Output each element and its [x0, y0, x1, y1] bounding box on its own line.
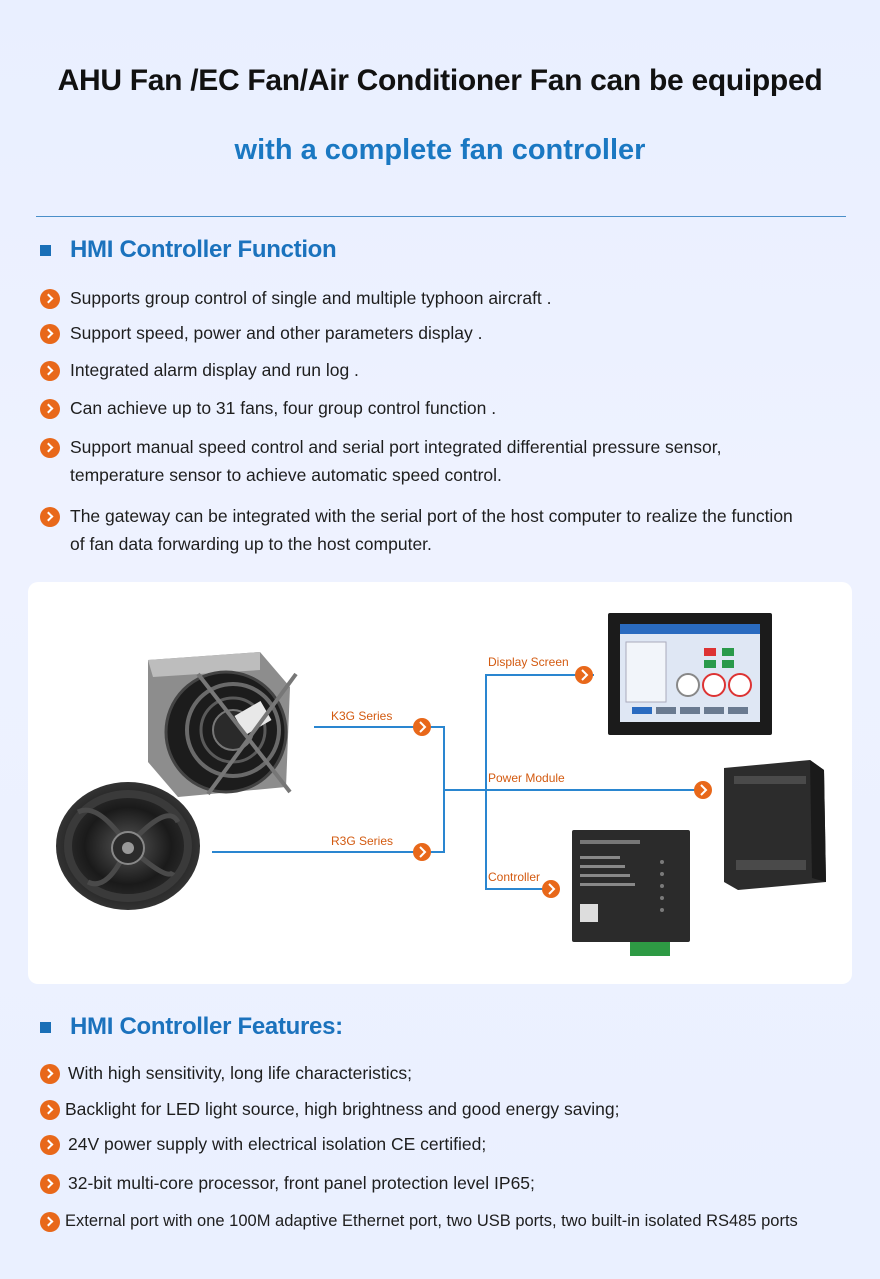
chevron-right-icon — [40, 507, 60, 527]
feature-item: With high sensitivity, long life charact… — [40, 1062, 412, 1087]
controller-label: Controller — [488, 870, 540, 884]
feature-item: Backlight for LED light source, high bri… — [40, 1098, 620, 1123]
display-screen-label: Display Screen — [488, 655, 569, 669]
feature-item: External port with one 100M adaptive Eth… — [40, 1210, 870, 1235]
feature-item: 32-bit multi-core processor, front panel… — [40, 1172, 535, 1197]
function-item: Can achieve up to 31 fans, four group co… — [40, 397, 496, 422]
arrow-icon — [413, 718, 431, 736]
controller-image — [572, 830, 690, 956]
function-item-text: Supports group control of single and mul… — [70, 288, 552, 308]
r3g-fan-image — [56, 782, 200, 910]
chevron-right-icon — [40, 324, 60, 344]
features-heading-text: HMI Controller Features: — [70, 1013, 343, 1040]
arrow-icon — [575, 666, 593, 684]
feature-item: 24V power supply with electrical isolati… — [40, 1133, 486, 1158]
feature-item-text: External port with one 100M adaptive Eth… — [65, 1212, 798, 1230]
function-heading-text: HMI Controller Function — [70, 236, 337, 263]
chevron-right-icon — [40, 1174, 60, 1194]
power-module-image — [724, 760, 826, 890]
arrow-icon — [542, 880, 560, 898]
k3g-fan-image — [148, 652, 298, 797]
feature-item-text: 32-bit multi-core processor, front panel… — [68, 1173, 535, 1193]
function-item: The gateway can be integrated with the s… — [40, 505, 800, 558]
function-item-text: The gateway can be integrated with the s… — [70, 506, 793, 554]
k3g-label: K3G Series — [331, 709, 392, 723]
function-item-text: Support speed, power and other parameter… — [70, 323, 483, 343]
chevron-right-icon — [40, 289, 60, 309]
chevron-right-icon — [40, 1064, 60, 1084]
function-heading: HMI Controller Function — [40, 236, 337, 264]
power-module-label: Power Module — [488, 771, 565, 785]
system-diagram: K3G Series R3G Series Display Screen Pow… — [56, 613, 826, 956]
square-bullet-icon — [40, 1021, 51, 1033]
system-diagram-card: K3G Series R3G Series Display Screen Pow… — [28, 582, 852, 984]
function-item: Integrated alarm display and run log . — [40, 359, 359, 384]
display-screen-image — [608, 613, 772, 735]
chevron-right-icon — [40, 399, 60, 419]
function-item: Support speed, power and other parameter… — [40, 322, 482, 347]
chevron-right-icon — [40, 1212, 60, 1232]
function-item-text: Integrated alarm display and run log . — [70, 360, 359, 380]
arrow-icon — [413, 843, 431, 861]
arrow-icon — [694, 781, 712, 799]
chevron-right-icon — [40, 1135, 60, 1155]
feature-item-text: 24V power supply with electrical isolati… — [68, 1134, 487, 1154]
feature-item-text: With high sensitivity, long life charact… — [68, 1063, 412, 1083]
feature-item-text: Backlight for LED light source, high bri… — [65, 1099, 620, 1119]
connection-lines — [212, 674, 696, 890]
chevron-right-icon — [40, 361, 60, 381]
header-divider — [36, 216, 846, 217]
page-title: AHU Fan /EC Fan/Air Conditioner Fan can … — [57, 64, 823, 97]
function-item: Support manual speed control and serial … — [40, 436, 800, 489]
page-subtitle: with a complete fan controller — [234, 134, 646, 166]
square-bullet-icon — [40, 244, 51, 256]
chevron-right-icon — [40, 438, 60, 458]
function-item-text: Can achieve up to 31 fans, four group co… — [70, 398, 497, 418]
features-heading: HMI Controller Features: — [40, 1013, 343, 1041]
r3g-label: R3G Series — [331, 834, 393, 848]
function-item-text: Support manual speed control and serial … — [70, 437, 722, 485]
chevron-right-icon — [40, 1100, 60, 1120]
function-item: Supports group control of single and mul… — [40, 287, 552, 312]
